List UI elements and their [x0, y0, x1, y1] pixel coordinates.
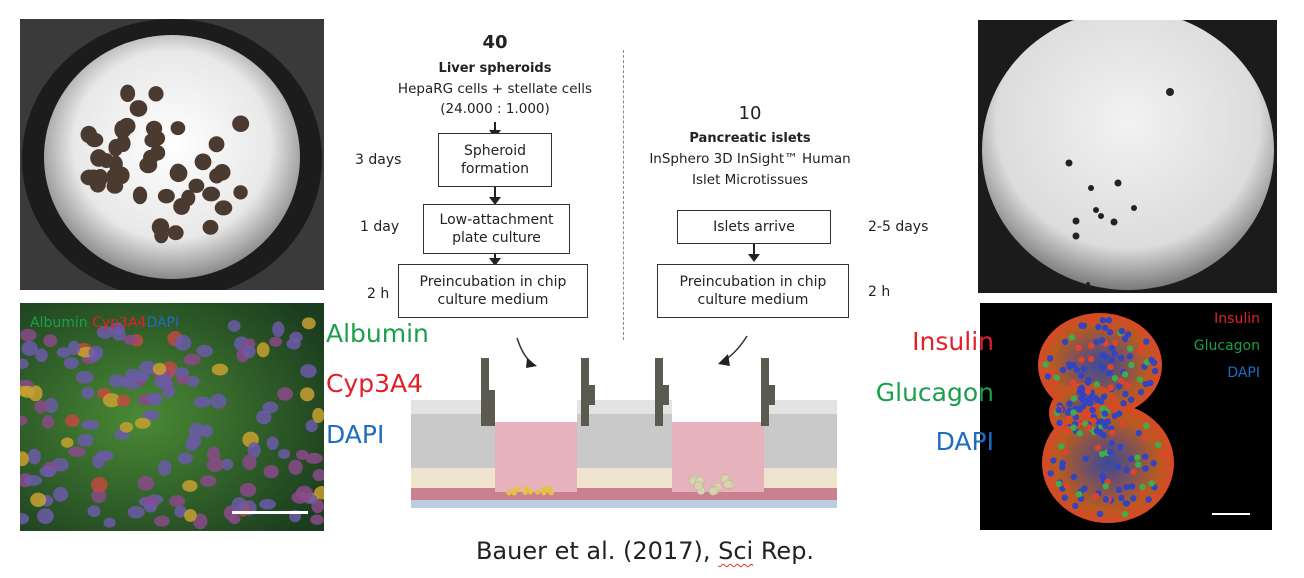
pancreas-step1-box: Islets arrive: [677, 210, 831, 244]
arrow-down: [489, 122, 501, 138]
chip-beige-layer: [411, 468, 837, 488]
liver-spheroid-well-photo: [20, 19, 324, 290]
overlay-albumin: Albumin: [30, 315, 88, 331]
chip-post: [655, 358, 663, 426]
liver-step3-box: Preincubation in chip culture medium: [398, 264, 588, 318]
islet-well-image: [978, 20, 1277, 293]
chip-channel: [411, 488, 837, 500]
liver-count: 40: [482, 32, 508, 53]
islet-well-medium: [672, 422, 764, 492]
islet-fluorescence-photo: Insulin Glucagon DAPI: [980, 303, 1272, 530]
liver-step1-box: Spheroid formation: [438, 133, 552, 187]
legend-dapi: DAPI: [326, 420, 385, 449]
overlay-dapi: DAPI: [146, 315, 180, 331]
pancreas-line2: Islet Microtissues: [692, 172, 808, 188]
citation: Bauer et al. (2017), Sci Rep.: [350, 537, 940, 565]
scale-bar: [232, 511, 308, 514]
scale-bar: [1212, 513, 1250, 515]
pancreas-step2-box: Preincubation in chip culture medium: [657, 264, 849, 318]
liver-well-medium: [495, 422, 577, 492]
legend-insulin: Insulin: [912, 327, 994, 356]
liver-fluorescence-photo: Albumin Cyp3A4DAPI: [20, 303, 324, 531]
arrow-down: [489, 254, 501, 266]
legend-dapi: DAPI: [935, 427, 994, 456]
legend-cyp3a4: Cyp3A4: [326, 369, 424, 398]
overlay-dapi: DAPI: [1227, 365, 1260, 381]
liver-fluorescence-image: [20, 303, 324, 531]
liver-spheroid-well-image: [20, 19, 324, 290]
legend-albumin: Albumin: [326, 319, 429, 348]
chip-post: [761, 358, 769, 426]
arrow-down: [489, 187, 501, 205]
liver-stain-overlay-label: Albumin Cyp3A4DAPI: [30, 315, 179, 331]
liver-step1-time: 3 days: [355, 152, 402, 168]
overlay-cyp3a4: Cyp3A4: [92, 315, 147, 331]
overlay-glucagon: Glucagon: [1193, 338, 1260, 354]
citation-journal-abbrev: Sci: [718, 537, 754, 565]
chip-cross-section-diagram: [411, 335, 837, 508]
liver-ratio: (24.000 : 1.000): [440, 101, 550, 117]
liver-step3-time: 2 h: [367, 286, 390, 302]
pancreas-title: Pancreatic islets: [689, 131, 811, 146]
citation-authors: Bauer et al. (2017),: [475, 537, 719, 565]
overlay-insulin: Insulin: [1214, 311, 1260, 327]
pancreas-count: 10: [738, 103, 762, 124]
liver-step2-box: Low-attachment plate culture: [423, 204, 570, 254]
arrow-head: [526, 358, 537, 368]
arrow-head: [718, 354, 730, 366]
chip-post: [581, 358, 589, 426]
liver-step2-time: 1 day: [360, 219, 400, 235]
pancreas-step1-time: 2-5 days: [868, 219, 929, 235]
legend-glucagon: Glucagon: [875, 378, 994, 407]
liver-title: Liver spheroids: [438, 61, 552, 76]
chip-post: [481, 358, 489, 426]
arrow-down: [748, 244, 760, 262]
liver-cells: HepaRG cells + stellate cells: [397, 81, 593, 97]
pancreas-step2-time: 2 h: [868, 284, 891, 300]
chip-base-layer: [411, 500, 837, 508]
citation-journal-rest: Rep.: [753, 537, 815, 565]
islet-fluorescence-image: [1038, 313, 1250, 523]
curved-arrow-left: [516, 337, 532, 363]
pancreas-line1: InSphero 3D InSight™ Human: [649, 151, 851, 167]
islet-well-photo: [978, 20, 1277, 293]
column-divider: [623, 50, 624, 340]
